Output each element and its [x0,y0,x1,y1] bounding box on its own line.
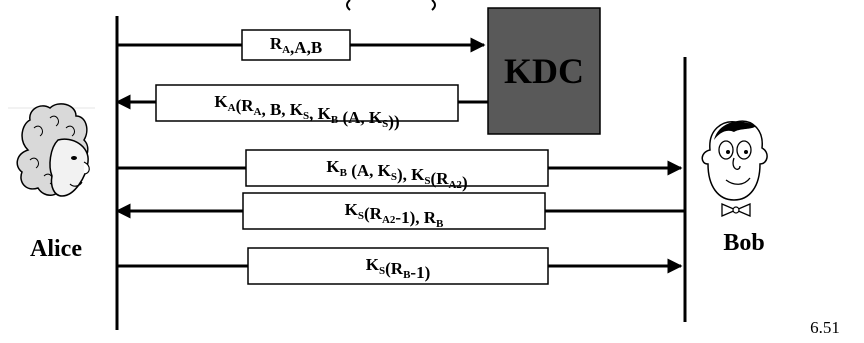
message-4: KS(RA2-1), RB [115,192,685,230]
bob-cartoon-icon [701,120,768,217]
message-box [242,192,546,230]
message-1: RA,A,B [117,29,486,61]
message-box [245,149,549,187]
message-label: KS(RB-1) [366,255,430,282]
message-3: KB (A, KS), KS(RA2) [117,149,683,192]
page-number: 6.51 [810,318,840,337]
top-fragment-right [431,0,436,11]
message-label: RA,A,B [270,34,322,57]
message-box [241,29,351,61]
message-label: KA(RA, B, KS, KB (A, KS)) [214,92,399,131]
top-fragment-left [346,0,351,11]
kdc-label: KDC [504,51,584,91]
alice-label: Alice [30,236,82,262]
message-box [155,84,459,122]
message-5: KS(RB-1) [117,247,683,285]
messages: RA,A,B KA(RA, B, KS, KB (A, KS)) KB (A, KS… [115,29,685,285]
message-label: KS(RA2-1), RB [345,200,444,230]
message-2: KA(RA, B, KS, KB (A, KS)) [115,84,488,131]
alice-cartoon-icon [16,103,90,197]
message-box [247,247,549,285]
kdc-box: KDC [487,7,601,135]
bob-label: Bob [723,230,764,256]
message-label: KB (A, KS), KS(RA2) [326,157,467,192]
